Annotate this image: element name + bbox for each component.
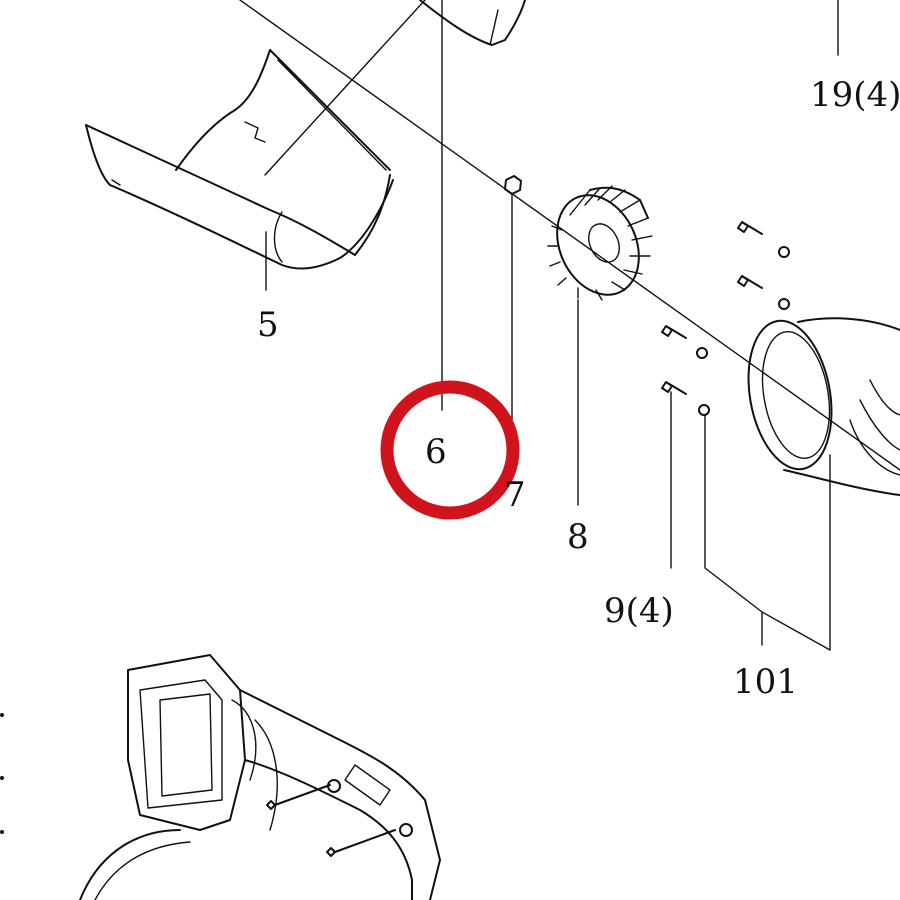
motor-housing [747, 317, 900, 496]
part-8-fan [547, 185, 653, 301]
highlight-circle [380, 380, 520, 520]
label-part-5: 5 [257, 305, 279, 345]
part-7-nut [504, 175, 522, 195]
screws-group-19 [737, 221, 790, 310]
assembly-axis-line [239, 0, 900, 471]
label-part-9: 9(4) [604, 591, 674, 631]
label-part-19: 19(4) [810, 75, 900, 115]
blower-handle-body [79, 654, 441, 900]
screws-group-9 [661, 325, 710, 416]
label-part-101: 101 [733, 662, 798, 702]
label-part-6: 6 [425, 432, 447, 472]
leader-line-101-a [704, 414, 763, 646]
label-part-8: 8 [567, 517, 589, 557]
edge-marks [0, 713, 4, 834]
leader-line-shell [264, 0, 426, 176]
label-part-7: 7 [504, 475, 526, 515]
part-5-lower-shell [85, 49, 394, 270]
leader-line-101-b [761, 454, 831, 651]
upper-shell-part [419, 0, 526, 46]
